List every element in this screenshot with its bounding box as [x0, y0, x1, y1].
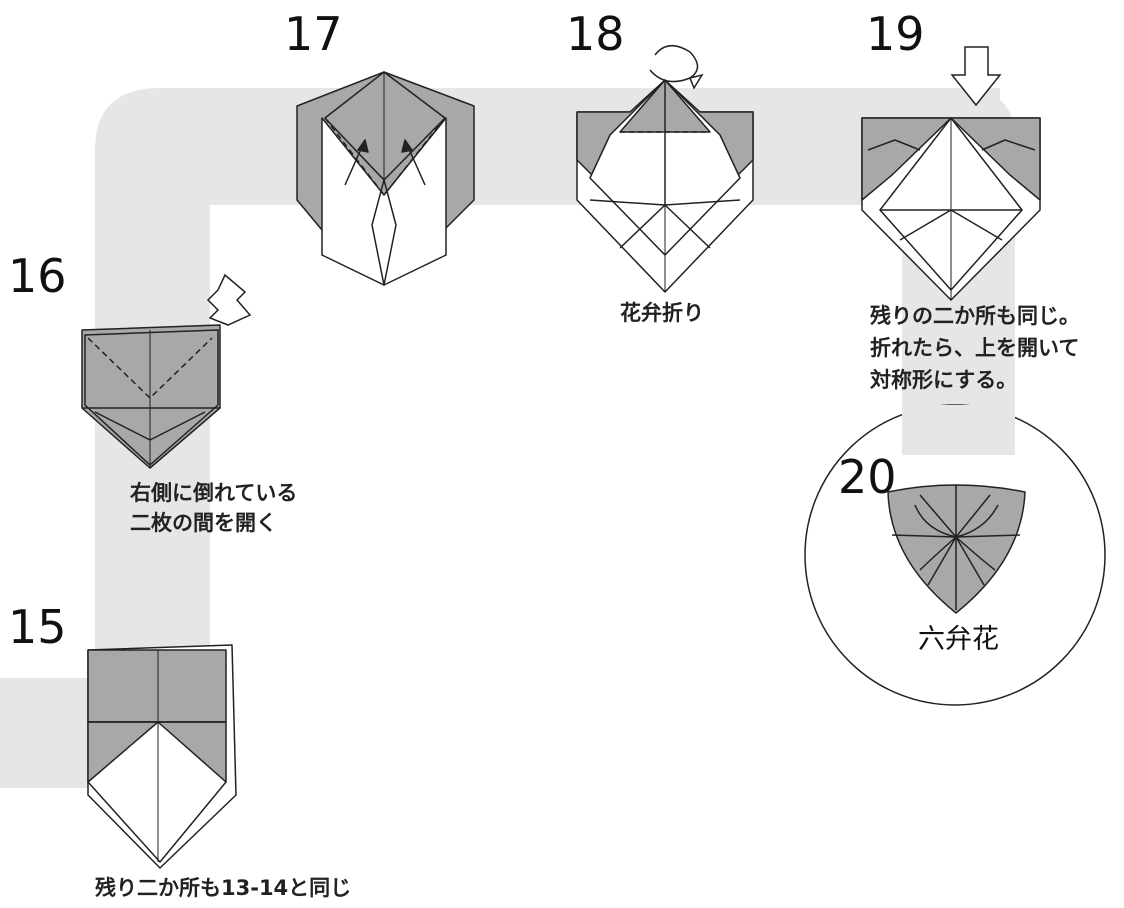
step-19-caption-line-2: 折れたら、上を開いて	[870, 336, 1079, 360]
step-15-number: 15	[8, 600, 67, 654]
step-16-caption-line-2: 二枚の間を開く	[130, 511, 277, 535]
step-18-model	[576, 79, 754, 293]
step-20-caption: 六弁花	[918, 624, 999, 655]
step-19-model	[861, 117, 1041, 301]
step-15-caption: 残り二か所も13-14と同じ	[95, 876, 351, 900]
step-19-number: 19	[866, 7, 925, 61]
step-15-model	[87, 644, 237, 869]
step-16-number: 16	[8, 249, 67, 303]
step-17-model	[296, 71, 475, 286]
push-arrow-19	[950, 46, 1002, 107]
step-18-number: 18	[566, 7, 625, 61]
guide-path-under-circle	[902, 405, 1015, 455]
step-20-model	[887, 484, 1026, 614]
step-18-caption: 花弁折り	[620, 301, 704, 325]
step-16-caption-line-1: 右側に倒れている	[130, 481, 297, 505]
step-16-model	[81, 324, 221, 469]
turn-over-arrow	[649, 45, 704, 90]
push-arrow-16	[206, 273, 252, 326]
step-20-number: 20	[838, 450, 897, 504]
step-17-number: 17	[284, 7, 343, 61]
step-19-caption-line-3: 対称形にする。	[870, 368, 1017, 392]
step-19-caption-line-1: 残りの二か所も同じ。	[870, 304, 1080, 328]
